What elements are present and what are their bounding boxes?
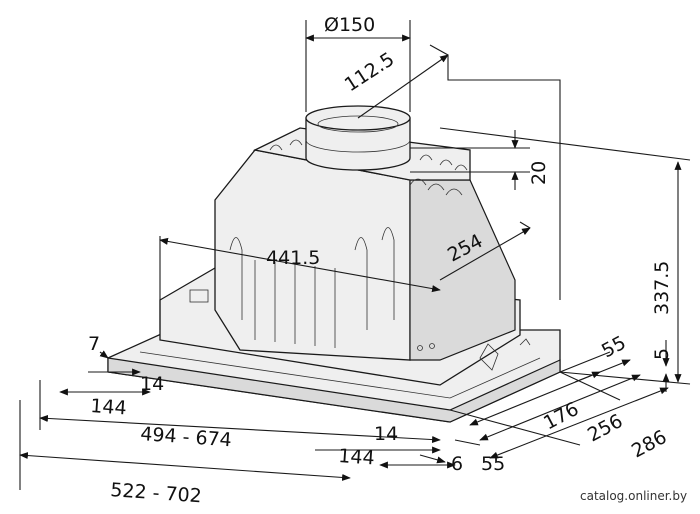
top-grille: [269, 139, 468, 196]
watermark: catalog.onliner.by: [580, 489, 687, 503]
dim-front-14: 14: [374, 423, 398, 445]
dim-width-outer: 522 - 702: [110, 479, 203, 507]
dim-left-7: 7: [88, 333, 100, 355]
motor-housing-side: [409, 179, 516, 361]
hood-body: [107, 105, 561, 423]
dim-depth-256: 256: [584, 410, 626, 446]
front-vents: [229, 227, 395, 348]
dim-front-6: 6: [451, 453, 463, 475]
duct-collar: [305, 105, 411, 171]
dim-front-144: 144: [338, 445, 376, 469]
dim-depth-286: 286: [628, 426, 670, 462]
dim-collar-height: 20: [528, 161, 550, 185]
dim-side-55-top: 55: [598, 332, 630, 363]
dim-left-144: 144: [90, 395, 128, 419]
dim-height-total: 337.5: [651, 261, 673, 315]
dim-left-14: 14: [140, 373, 164, 395]
dim-depth-176: 176: [540, 398, 582, 434]
dim-duct-diameter: Ø150: [324, 14, 375, 36]
dim-flange-5: 5: [651, 348, 673, 360]
dim-front-55: 55: [481, 453, 505, 475]
dim-duct-offset: 112.5: [341, 48, 399, 96]
dimension-lines: [19, 20, 691, 490]
dim-motor-width: 441.5: [266, 247, 320, 269]
